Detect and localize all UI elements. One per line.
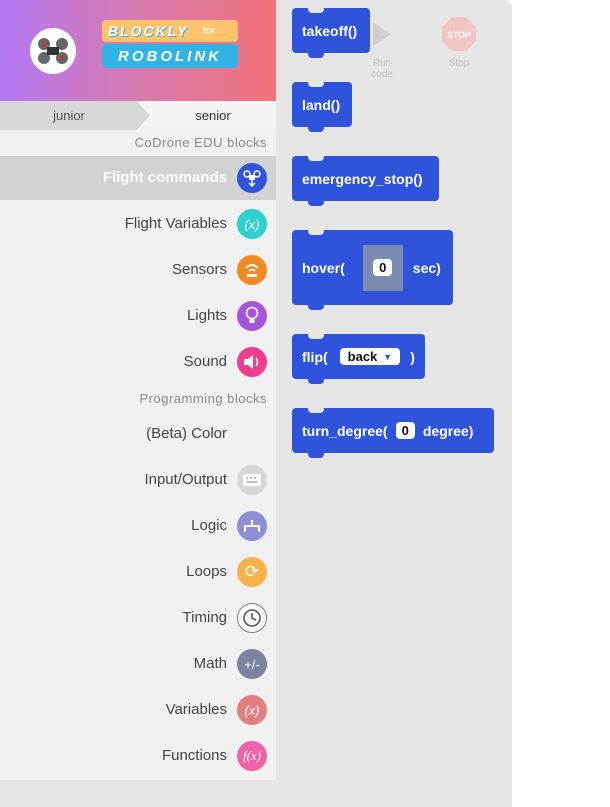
tab-senior[interactable]: senior xyxy=(195,108,231,123)
category-variables[interactable]: Variables (x) xyxy=(0,688,276,732)
sidebar: BLOCKLY for ROBOLINK junior senior CoDro… xyxy=(0,0,276,780)
section-title-programming: Programming blocks xyxy=(139,391,267,406)
block-label-prefix: turn_degree( xyxy=(302,422,388,439)
block-label-prefix: flip( xyxy=(302,348,328,365)
block-label-suffix: ) xyxy=(410,348,415,365)
sensor-icon xyxy=(237,255,267,285)
category-logic[interactable]: Logic xyxy=(0,504,276,548)
clock-icon xyxy=(237,603,267,633)
speaker-icon xyxy=(237,347,267,377)
category-label: Functions xyxy=(161,747,227,764)
logic-fork-icon xyxy=(237,511,267,541)
stop-sign-icon: STOP xyxy=(439,14,479,54)
category-math[interactable]: Math +/- xyxy=(0,642,276,686)
drone-arrows-icon xyxy=(237,163,267,193)
robolink-logo: ROBOLINK xyxy=(102,44,238,68)
keyboard-icon xyxy=(237,465,267,495)
plus-minus-icon: +/- xyxy=(237,649,267,679)
category-sensors[interactable]: Sensors xyxy=(0,248,276,292)
hover-block[interactable]: hover( 0 sec) xyxy=(292,229,453,310)
turn-degree-field[interactable]: 0 xyxy=(395,422,415,439)
category-label: Lights xyxy=(186,307,227,324)
logo-blockly-text: BLOCKLY xyxy=(108,23,189,39)
function-fx-icon: f(x) xyxy=(237,741,267,771)
hover-input-slot[interactable]: 0 xyxy=(362,244,403,291)
flip-block[interactable]: flip( back ▼ ) xyxy=(292,333,425,384)
category-label: Variables xyxy=(165,701,227,718)
drone-variable-icon: (x) xyxy=(237,209,267,239)
block-label: land() xyxy=(302,96,341,113)
variable-x-icon: (x) xyxy=(237,695,267,725)
stop-sign-text: STOP xyxy=(447,30,471,40)
flip-direction-value: back xyxy=(347,349,378,364)
land-block[interactable]: land() xyxy=(292,81,352,132)
block-label-prefix: hover( xyxy=(302,259,345,276)
category-label: Sensors xyxy=(171,261,227,278)
drone-avatar-icon xyxy=(38,38,68,64)
app-header: BLOCKLY for ROBOLINK xyxy=(0,0,276,101)
run-code-label: Run code xyxy=(371,58,393,80)
category-lights[interactable]: Lights xyxy=(0,294,276,338)
blockly-logo: BLOCKLY for xyxy=(102,20,238,42)
category-functions[interactable]: Functions f(x) xyxy=(0,734,276,778)
block-label-suffix: degree) xyxy=(422,422,474,439)
category-input-output[interactable]: Input/Output xyxy=(0,458,276,502)
blocks-flyout: Run code STOP Stop takeoff() land() emer… xyxy=(276,0,512,807)
flip-direction-dropdown[interactable]: back ▼ xyxy=(339,348,401,365)
category-flight-variables[interactable]: Flight Variables (x) xyxy=(0,202,276,246)
play-icon xyxy=(362,14,402,54)
sidebar-footer xyxy=(0,780,276,807)
block-label-suffix: sec) xyxy=(412,259,441,276)
stop-button[interactable]: STOP Stop xyxy=(439,14,479,69)
category-label: (Beta) Color xyxy=(146,425,227,442)
category-label: Math xyxy=(193,655,227,672)
category-label: Timing xyxy=(182,609,227,626)
tab-junior[interactable]: junior xyxy=(0,101,150,130)
category-sound[interactable]: Sound xyxy=(0,340,276,384)
turn-degree-block[interactable]: turn_degree( 0 degree) xyxy=(292,407,494,458)
level-tabs: junior senior xyxy=(0,101,276,130)
category-label: Logic xyxy=(191,517,227,534)
emergency-stop-block[interactable]: emergency_stop() xyxy=(292,155,439,206)
section-title-codrone: CoDrone EDU blocks xyxy=(134,135,267,150)
category-label: Input/Output xyxy=(144,471,227,488)
category-beta-color[interactable]: (Beta) Color xyxy=(0,412,276,456)
avatar[interactable] xyxy=(30,28,76,74)
category-label: Loops xyxy=(186,563,227,580)
block-label: emergency_stop() xyxy=(302,170,423,187)
category-timing[interactable]: Timing xyxy=(0,596,276,640)
category-label: Flight Variables xyxy=(124,215,227,232)
category-label: Sound xyxy=(183,353,227,370)
category-flight-commands[interactable]: Flight commands xyxy=(0,156,276,200)
takeoff-block[interactable]: takeoff() xyxy=(292,7,370,58)
lightbulb-icon xyxy=(237,301,267,331)
run-code-button[interactable]: Run code xyxy=(362,14,402,80)
category-label: Flight commands xyxy=(102,169,227,186)
category-loops[interactable]: Loops ⟳ xyxy=(0,550,276,594)
hover-seconds-field[interactable]: 0 xyxy=(373,259,393,276)
loop-arrows-icon: ⟳ xyxy=(237,557,267,587)
block-label: takeoff() xyxy=(302,22,358,39)
stop-label: Stop xyxy=(448,58,470,69)
chevron-down-icon: ▼ xyxy=(383,351,393,362)
logo-for-text: for xyxy=(202,25,216,37)
